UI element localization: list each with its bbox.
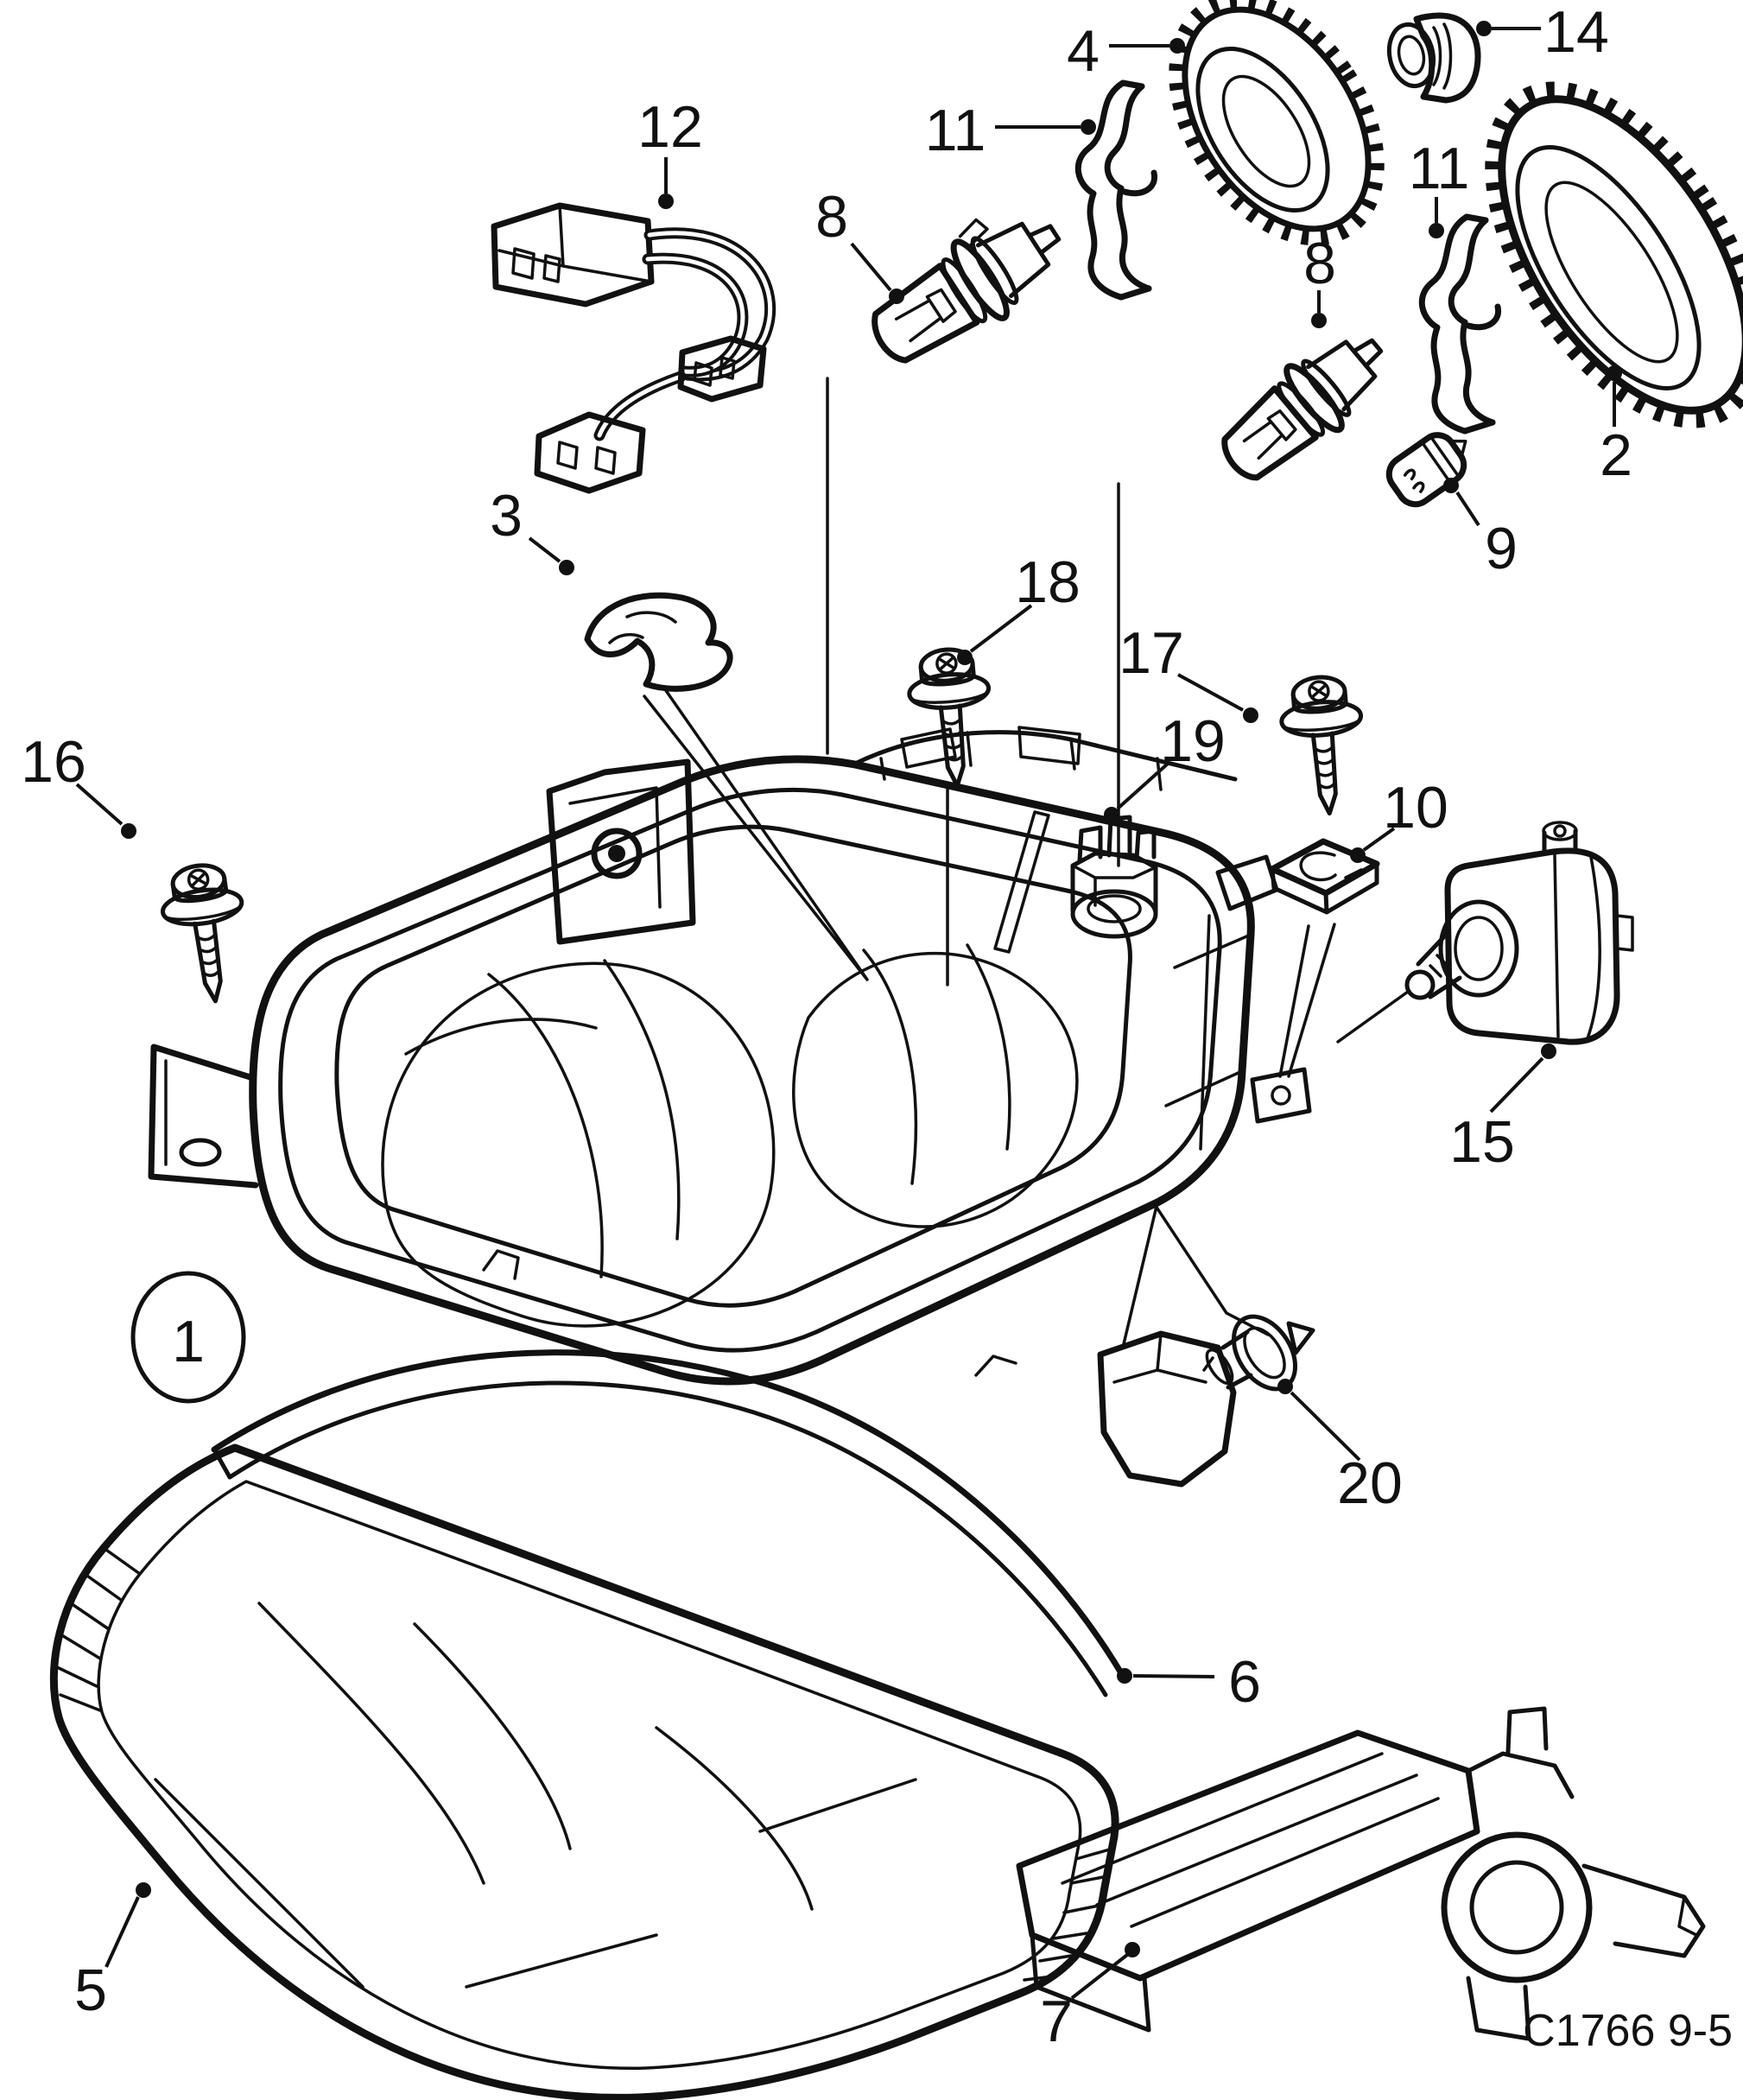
headlamp-housing-drawing [148, 726, 1312, 1488]
halogen-bulb-right-drawing [1221, 338, 1384, 481]
callout-number-16: 16 [21, 729, 86, 795]
motor-shaft-pointer-line [1336, 990, 1410, 1044]
callout-number-2: 2 [1600, 422, 1632, 488]
callout-leader-16 [75, 783, 124, 826]
callout-dot-10 [1350, 847, 1366, 863]
screw-18-drawing [906, 646, 997, 789]
callout-dot-8 [889, 289, 904, 304]
wiring-harness-drawing [491, 202, 776, 494]
seal-rim-drawing [211, 1349, 1126, 1697]
callout-dot-3 [559, 560, 574, 575]
callout-dot-18 [957, 650, 973, 665]
callout-dot-4 [1169, 38, 1185, 54]
callout-number-6: 6 [1228, 1649, 1261, 1715]
callout-leader-5 [105, 1896, 140, 1968]
callout-number-11-3: 11 [925, 98, 986, 163]
plastic-rivet-drawing [1202, 1314, 1315, 1392]
callout-leader-17 [1177, 673, 1244, 712]
callout-dot-19 [1104, 807, 1119, 822]
callout-number-14: 14 [1543, 0, 1609, 65]
diagram-code: C1766 9-5 [1523, 2006, 1733, 2056]
callout-number-10: 10 [1383, 775, 1448, 841]
callout-leader-3 [528, 536, 561, 563]
callout-dot-14 [1476, 21, 1492, 36]
callout-number-8-1: 8 [815, 184, 848, 250]
callout-dot-20 [1277, 1379, 1293, 1394]
callout-circle-1 [130, 1271, 246, 1404]
clip-nut-pointer-wedge [1278, 923, 1336, 1078]
callout-number-3: 3 [490, 483, 523, 549]
retaining-clip-right-drawing [1418, 213, 1501, 435]
callout-leader-9 [1455, 491, 1480, 527]
callout-leader-10 [1362, 827, 1396, 852]
callout-dot-16 [121, 823, 136, 839]
lens-drawing [49, 1443, 1119, 2100]
cover-cap-large-drawing [1485, 81, 1743, 428]
callout-number-1: 1 [172, 1309, 205, 1374]
halogen-bulb-left-drawing [872, 218, 1062, 364]
callout-dot-8 [1311, 313, 1327, 328]
retaining-clip-left-drawing [1074, 79, 1157, 301]
callout-leader-6 [1132, 1674, 1215, 1678]
callout-number-17: 17 [1119, 620, 1184, 686]
screw-16-drawing [157, 860, 255, 1006]
callout-number-12: 12 [637, 94, 703, 160]
callout-layer: 12 8 4 11 14 11 8 2 9 3 18 19 17 10 16 15 1 20 6 5 7 [21, 0, 1632, 2054]
callout-dot-2 [1607, 365, 1622, 381]
callout-dot-7 [1125, 1942, 1140, 1957]
callout-leader-7 [1070, 1953, 1129, 2000]
mounting-bracket-drawing [1016, 1706, 1706, 2041]
callout-leader-8 [850, 242, 892, 292]
callout-dot-11 [1429, 223, 1444, 238]
callout-dot-17 [1243, 707, 1258, 723]
callout-dot-6 [1117, 1668, 1132, 1684]
adjuster-motor-drawing [1336, 821, 1634, 1045]
callout-leader-19 [1116, 762, 1169, 810]
callout-number-15: 15 [1449, 1109, 1515, 1175]
callout-number-20: 20 [1337, 1450, 1403, 1516]
callout-leader-20 [1290, 1391, 1361, 1462]
callout-number-5: 5 [74, 1957, 107, 2023]
callout-dot-5 [136, 1882, 151, 1898]
callout-number-18: 18 [1015, 549, 1081, 615]
callout-number-9: 9 [1485, 516, 1518, 581]
callout-number-7: 7 [1040, 1989, 1073, 2054]
lens-right-end-ribs [1023, 1847, 1114, 1982]
callout-number-11-5: 11 [1409, 136, 1470, 201]
callout-dot-15 [1541, 1044, 1556, 1059]
clip-nut-drawing [1269, 838, 1380, 1078]
callout-number-19: 19 [1160, 708, 1226, 774]
rubber-elbow-drawing [1386, 12, 1481, 104]
callout-leader-15 [1489, 1056, 1544, 1113]
lens-surface-lines [154, 1602, 917, 1989]
clip-3-pointer-wedge [643, 688, 869, 981]
callout-number-4: 4 [1067, 18, 1100, 84]
clip-3-drawing [584, 592, 869, 981]
callout-dot-11 [1081, 119, 1096, 135]
callout-leader-18 [969, 604, 1033, 653]
callout-dot-9 [1443, 478, 1459, 493]
wedge-bulb-drawing [1385, 432, 1467, 508]
screw-17-drawing [1278, 674, 1369, 816]
lens-left-end-ribs [55, 1546, 142, 1712]
callout-number-8-6: 8 [1303, 231, 1336, 296]
callout-dot-12 [658, 194, 674, 209]
